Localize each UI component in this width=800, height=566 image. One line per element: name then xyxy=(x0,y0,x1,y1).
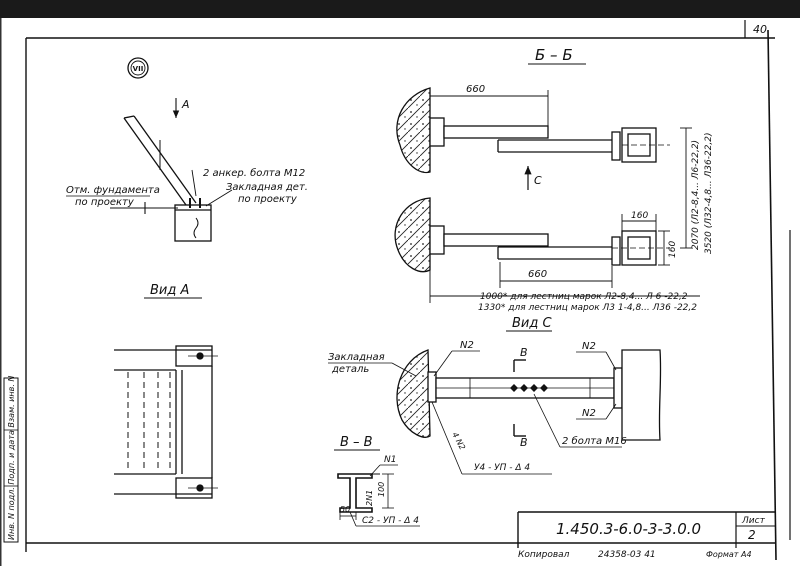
note-embedded-1: Закладная дет. xyxy=(226,182,308,193)
view-c-assembly xyxy=(396,349,662,441)
embedded-detail-1: Закладная xyxy=(328,352,385,363)
drawing-frame xyxy=(25,20,777,561)
dim-vertical-overall xyxy=(680,127,692,249)
marker-n2-right: N2 xyxy=(582,341,596,352)
cut-label-bottom: В xyxy=(520,436,528,449)
dim-50-label: 50 xyxy=(340,505,350,514)
cut-label-top: В xyxy=(520,346,528,359)
dim-2n1: 2N1 xyxy=(365,490,374,506)
section-vv-profile xyxy=(337,473,380,513)
title-block xyxy=(517,511,776,548)
dim-160-square xyxy=(621,214,670,266)
dim-note-1: 1000* для лестниц марок Л2-8,4... Л 6 -2… xyxy=(480,292,688,302)
stamp-icon: VII xyxy=(127,57,149,79)
dim-vertical-2: 3520 (Л32-4,8... Л36-22,2) xyxy=(704,132,714,254)
view-c-title: Вид С xyxy=(512,316,552,331)
view-c-arrow: С xyxy=(524,166,542,190)
view-a-plan xyxy=(114,345,218,499)
marker-n1: N1 xyxy=(384,455,396,465)
section-bb-title: Б – Б xyxy=(535,46,573,64)
embedded-detail-2: деталь xyxy=(331,364,369,375)
dim-note-2: 1330* для лестниц марок Л3 1-4,8... Л36 … xyxy=(478,303,697,313)
designation: 1.450.3-6.0-3-3.0.0 xyxy=(556,520,701,538)
dim-660-bottom xyxy=(499,262,613,288)
dim-100-label: 100 xyxy=(377,482,386,497)
view-a-arrow-label: A xyxy=(181,98,190,111)
sheet-number: 40 xyxy=(753,23,767,36)
cut-line-b xyxy=(513,359,526,437)
marker-n2-left: N2 xyxy=(460,340,474,351)
dim-160-height: 160 xyxy=(668,241,678,258)
marker-n2-lower: N2 xyxy=(582,408,596,419)
section-bb-lower xyxy=(394,197,670,273)
view-c-arrow-label: С xyxy=(534,174,542,187)
left-sidebar: Инв. N подл. Подп. и дата Взам. инв. N xyxy=(3,376,19,543)
view-a-sketch xyxy=(110,115,233,242)
note-foundation-1: Отм. фундамента xyxy=(66,185,160,196)
bolt-group xyxy=(510,384,548,392)
note-embedded-2: по проекту xyxy=(238,194,298,205)
weld-note-vv: С2 - УП - Δ 4 xyxy=(362,516,419,526)
section-vv-title: В – В xyxy=(340,435,373,450)
dim-160-width: 160 xyxy=(631,211,648,221)
scan-top-band xyxy=(0,0,800,18)
dim-100 xyxy=(382,473,394,509)
footer-format: Формат А4 xyxy=(706,550,752,559)
sheet-label: Лист xyxy=(741,516,766,526)
bolts-m16-note: 2 болта М16 xyxy=(562,435,627,447)
footer-code: 24358-03 41 xyxy=(598,550,656,560)
stamp-label: VII xyxy=(133,65,144,73)
weld-note-c: У4 - УП - Δ 4 xyxy=(474,463,530,473)
view-a-title: Вид А xyxy=(150,283,189,298)
footer-copied: Копировал xyxy=(518,550,570,560)
section-bb-upper xyxy=(396,87,670,174)
sheet-value: 2 xyxy=(748,528,756,542)
dim-660-top xyxy=(429,88,549,126)
note-anchor-bolts: 2 анкер. болта М12 xyxy=(203,167,305,179)
view-a-arrow: A xyxy=(172,98,190,118)
dim-660-bottom-label: 660 xyxy=(528,269,547,280)
dim-660-top-label: 660 xyxy=(466,84,485,95)
note-foundation-2: по проекту xyxy=(75,197,135,208)
dim-vertical-1: 2070 (Л2-8,4... Л6-22,2) xyxy=(691,140,701,250)
sidebar-caption: Инв. N подл. Подп. и дата Взам. инв. N xyxy=(7,376,16,540)
dim-50 xyxy=(339,512,357,520)
